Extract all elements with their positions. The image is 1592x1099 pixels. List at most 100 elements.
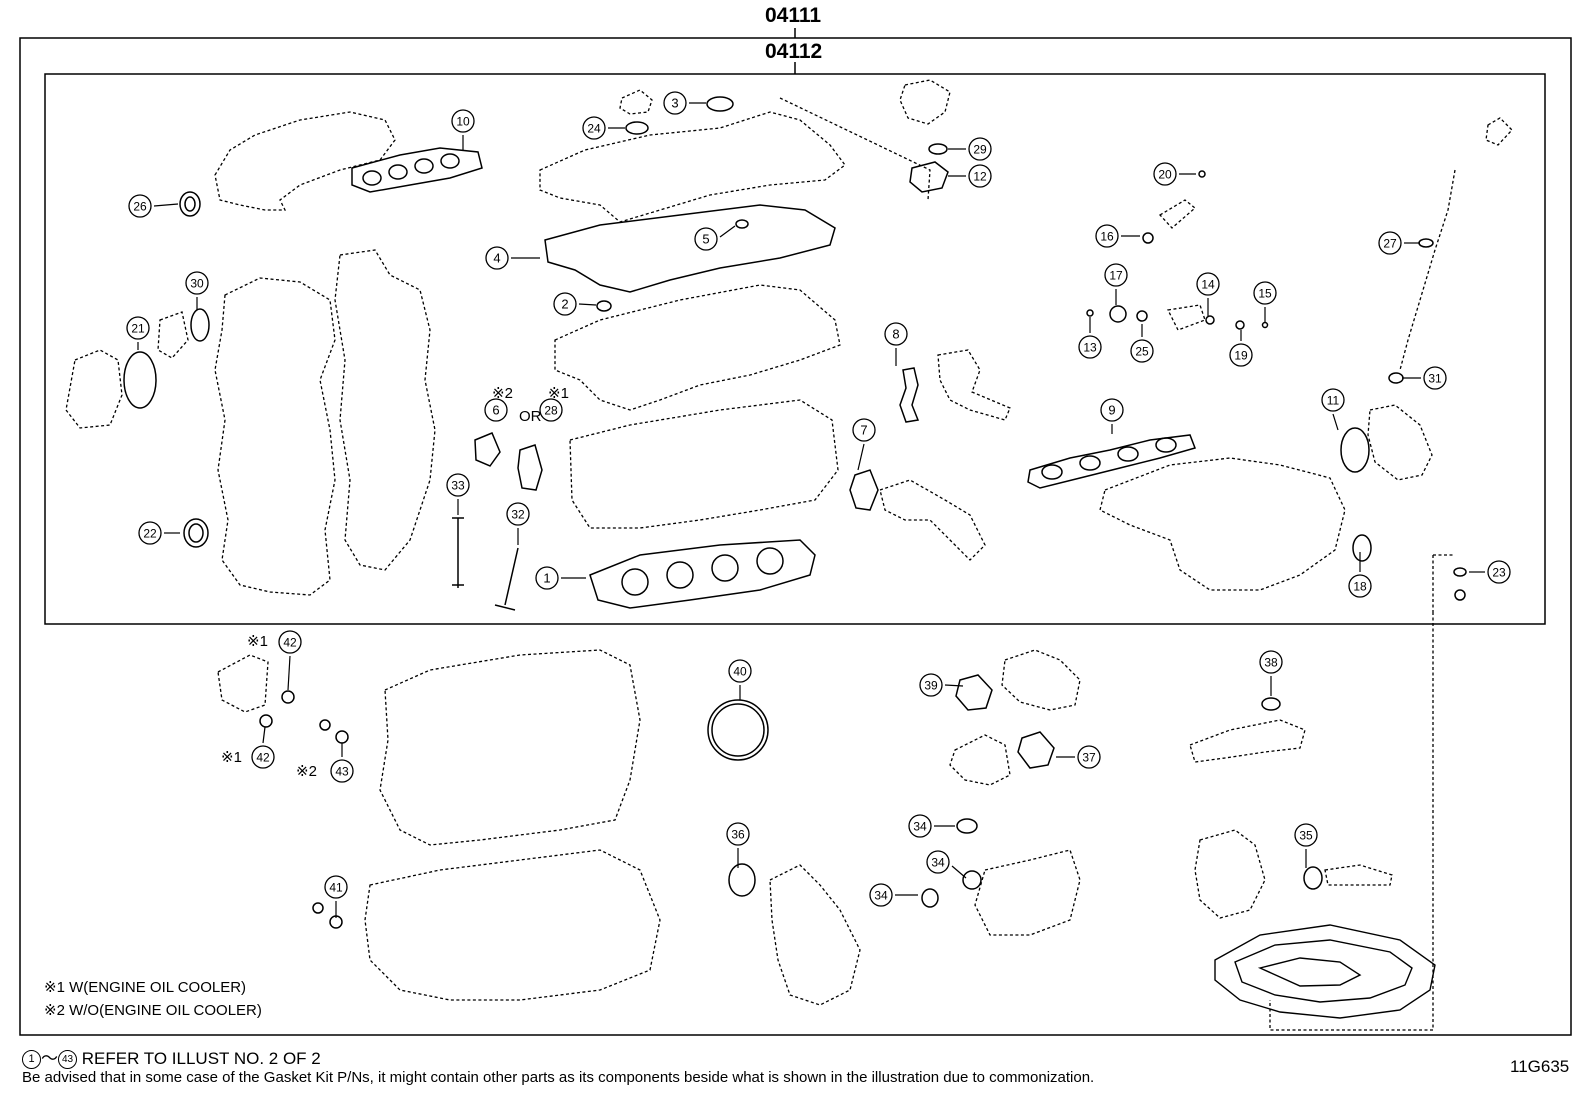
callout-number: 39 — [924, 679, 938, 693]
callout-circle — [852, 418, 876, 442]
callout-34: 34 — [869, 883, 918, 907]
callout-leader — [944, 684, 964, 687]
callout-circle — [278, 630, 302, 654]
callout-25: 25 — [1130, 324, 1154, 363]
cylinder-head-shape — [569, 399, 839, 529]
callout-3: 3 — [663, 91, 706, 115]
callout-8: 8 — [884, 322, 908, 366]
callout-number: 7 — [860, 423, 867, 438]
egr-valve-shape — [949, 734, 1011, 786]
callout-circle — [485, 246, 509, 270]
callout-number: 42 — [283, 636, 297, 650]
marker-label: ※1 — [247, 633, 268, 650]
callout-number: 14 — [1201, 278, 1215, 292]
oil-pan-frame — [1269, 554, 1455, 1031]
temp-sensor-shape — [1167, 304, 1206, 331]
callout-number: 6 — [492, 403, 499, 418]
callout-circle — [968, 137, 992, 161]
callout-42: 42 — [278, 630, 302, 691]
part-illustrations — [65, 79, 1513, 1031]
callout-number: 25 — [1135, 345, 1149, 359]
callout-20: 20 — [1153, 162, 1196, 186]
callout-6: 6 — [484, 398, 508, 422]
lower-crankcase-shape — [364, 849, 661, 1001]
callout-number: 40 — [733, 665, 747, 679]
kit-04111-frame — [19, 37, 1572, 1036]
small-bracket-shape — [157, 311, 189, 359]
callout-circle — [919, 673, 943, 697]
callout-number: 26 — [133, 200, 147, 214]
callout-circle — [1294, 823, 1318, 847]
callout-circle — [694, 227, 718, 251]
callout-circle — [535, 566, 559, 590]
callout-circle — [484, 398, 508, 422]
callout-circle — [330, 759, 354, 783]
callout-circle — [324, 875, 348, 899]
dipstick-guide-shape — [1399, 169, 1456, 371]
callout-circle — [126, 316, 150, 340]
water-outlet-shape — [937, 349, 1011, 421]
refer-text: REFER TO ILLUST NO. 2 OF 2 — [81, 1049, 321, 1068]
callout-circle — [451, 109, 475, 133]
callout-circle — [251, 745, 275, 769]
water-pump-shape — [65, 349, 123, 429]
oring-21 — [123, 351, 157, 409]
callout-number: 15 — [1258, 287, 1272, 301]
callout-circle — [138, 521, 162, 545]
dipstick-handle-shape — [1485, 117, 1513, 146]
callout-number: 11 — [1327, 394, 1340, 408]
callout-19: 19 — [1229, 330, 1253, 367]
kit-04112-frame — [44, 73, 1546, 625]
callout-30: 30 — [185, 271, 209, 310]
callout-7: 7 — [852, 418, 876, 471]
range-start-badge: 1 — [22, 1050, 41, 1070]
callout-number: 37 — [1082, 751, 1096, 765]
callout-leader — [287, 655, 291, 691]
callout-circle — [1078, 335, 1102, 359]
callout-number: 3 — [671, 96, 678, 111]
exhaust-manifold-shape — [214, 111, 396, 211]
callout-5: 5 — [694, 225, 736, 251]
cylinder-block-shape — [379, 649, 641, 846]
oil-cooler-pipe-shape — [1324, 864, 1393, 886]
callout-21: 21 — [126, 316, 150, 350]
callout-number: 24 — [587, 122, 601, 136]
callout-number: 8 — [892, 327, 899, 342]
kit-04112-label: 04112 — [765, 40, 823, 63]
callout-number: 1 — [543, 571, 550, 586]
callout-10: 10 — [451, 109, 475, 150]
callout-11: 11 — [1321, 388, 1345, 431]
callout-number: 32 — [511, 508, 525, 522]
callout-number: 35 — [1299, 829, 1313, 843]
callout-circle — [506, 502, 530, 526]
advisory-text: Be advised that in some case of the Gask… — [22, 1069, 1095, 1086]
front-oil-seal — [183, 518, 209, 548]
callout-number: 34 — [874, 889, 888, 903]
callout-12: 12 — [948, 164, 992, 188]
callout-number: 31 — [1428, 372, 1442, 386]
callout-33: 33 — [446, 473, 470, 515]
callout-circle — [1100, 398, 1124, 422]
callout-37: 37 — [1056, 745, 1101, 769]
callout-number: 38 — [1264, 656, 1278, 670]
callout-number: 9 — [1108, 403, 1115, 418]
oil-pump-shape — [974, 849, 1081, 936]
callout-circle — [908, 814, 932, 838]
callout-35: 35 — [1294, 823, 1318, 868]
callout-15: 15 — [1253, 281, 1277, 322]
callout-circle — [926, 850, 950, 874]
callout-14: 14 — [1196, 272, 1220, 316]
egr-pipe-shape — [1001, 649, 1081, 711]
callout-40: 40 — [728, 659, 752, 700]
head-gasket — [589, 539, 816, 609]
callout-leader — [951, 865, 967, 879]
callout-number: 29 — [973, 143, 987, 157]
callout-34: 34 — [908, 814, 955, 838]
callout-2: 2 — [553, 292, 597, 316]
legend-note-1: ※1 W(ENGINE OIL COOLER) — [44, 979, 247, 996]
callout-circle — [1259, 650, 1283, 674]
callout-number: 28 — [544, 404, 558, 418]
callout-circle — [968, 164, 992, 188]
callout-circle — [663, 91, 687, 115]
